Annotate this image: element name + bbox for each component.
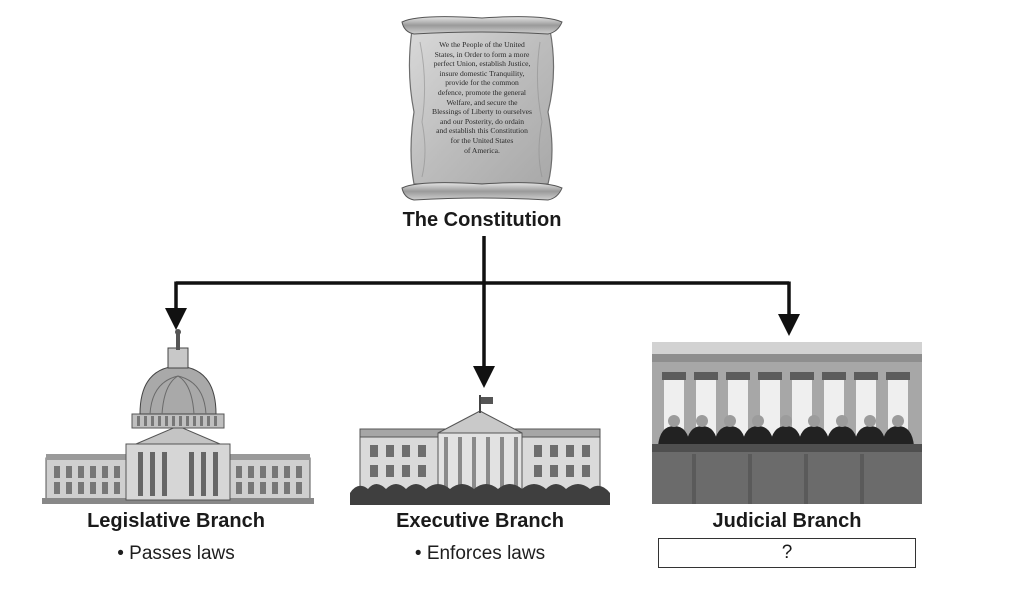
legislative-branch-role: • Passes laws — [117, 543, 235, 564]
judicial-branch-title: Judicial Branch — [712, 510, 862, 532]
executive-branch-role: • Enforces laws — [414, 543, 546, 564]
preamble-line: insure domestic Tranquility, — [439, 68, 525, 78]
supreme-court-justices-icon — [652, 342, 922, 504]
constitution-scroll-icon — [401, 16, 563, 201]
preamble-line: and establish this Constitution — [436, 126, 528, 136]
legislative-branch-title: Legislative Branch — [87, 510, 265, 532]
preamble-line: and our Posterity, do ordain — [439, 116, 525, 126]
capitol-building-icon — [42, 329, 314, 504]
preamble-line: defence, promote the general — [437, 87, 527, 97]
preamble-line: Blessings of Liberty to ourselves — [432, 107, 532, 117]
constitution-label: The Constitution — [402, 209, 562, 231]
preamble-line: for the United States — [450, 135, 514, 145]
judicial-branch-role: ? — [781, 542, 793, 563]
judicial-branch-role-box: ? — [658, 538, 916, 568]
preamble-line: of America. — [464, 145, 500, 155]
preamble-text: We the People of the United States, in O… — [418, 40, 546, 155]
preamble-line: Welfare, and secure the — [446, 97, 518, 107]
preamble-line: States, in Order to form a more — [434, 49, 530, 59]
white-house-icon — [350, 395, 610, 505]
executive-branch-title: Executive Branch — [396, 510, 564, 532]
preamble-line: We the People of the United — [439, 40, 525, 49]
preamble-line: perfect Union, establish Justice, — [433, 59, 531, 69]
preamble-line: provide for the common — [445, 78, 519, 88]
